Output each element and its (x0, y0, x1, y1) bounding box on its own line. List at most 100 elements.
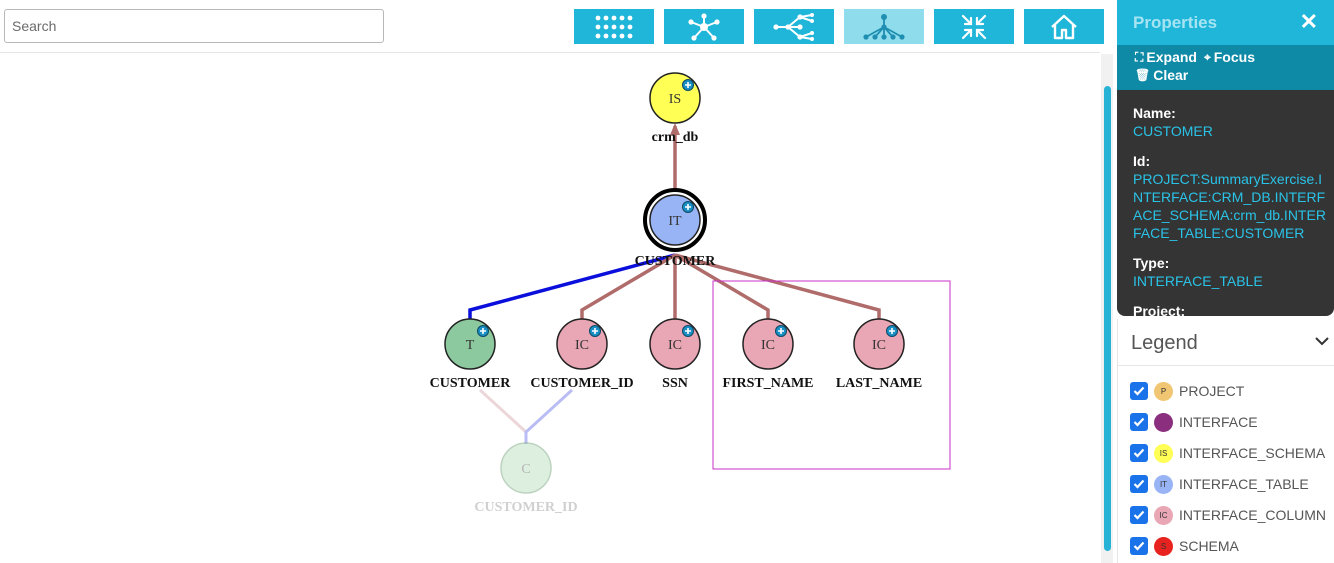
legend-item-interface[interactable]: INTERFACE (1130, 412, 1258, 432)
tree-left-icon (773, 12, 814, 41)
chevron-down-icon[interactable] (1314, 335, 1330, 347)
edge-customer-t (468, 253, 676, 322)
legend-checkbox[interactable] (1130, 475, 1148, 493)
properties-title: Properties (1133, 13, 1218, 32)
legend-color-dot: P (1154, 381, 1173, 401)
expand-label: Expand (1146, 49, 1197, 65)
home-icon (1051, 14, 1077, 39)
legend-item-interface-table[interactable]: IT INTERFACE_TABLE (1130, 474, 1309, 494)
check-icon (1133, 541, 1145, 551)
node-type-abbr: C (521, 462, 530, 477)
legend-color-dot: IT (1154, 474, 1173, 494)
edge-first-name (674, 253, 770, 322)
focus-icon: ⌖ (1203, 50, 1211, 64)
graph-node-customer-table[interactable]: IT CUSTOMER (635, 188, 717, 269)
close-icon[interactable]: ✕ (1299, 9, 1318, 34)
legend-checkbox[interactable] (1130, 444, 1148, 462)
node-label: LAST_NAME (836, 376, 922, 391)
expand-plus-icon[interactable] (775, 325, 787, 337)
graph-node-last-name[interactable]: IC LAST_NAME (836, 318, 922, 391)
toolbar (0, 0, 1104, 53)
legend-color-dot: IS (1154, 443, 1173, 463)
property-value-id: PROJECT:SummaryExercise.INTERFACE:CRM_DB… (1133, 171, 1326, 241)
property-label-type: Type: (1133, 255, 1170, 271)
property-label-project: Project: (1133, 303, 1186, 316)
expand-icon: ⛶ (1135, 50, 1144, 64)
node-type-abbr: IC (872, 338, 886, 353)
graph-nodes: IScrm_dbITCUSTOMERTCUSTOMERICCUSTOMER_ID… (430, 72, 922, 515)
clear-label: Clear (1153, 67, 1189, 83)
node-type-abbr: IC (668, 338, 682, 353)
legend-dot-abbr: S (1160, 541, 1167, 551)
legend-item-label: INTERFACE_COLUMN (1179, 507, 1327, 523)
selection-box (712, 280, 951, 470)
node-type-abbr: IC (761, 338, 775, 353)
edge-faded-t-c (478, 388, 528, 444)
focus-button[interactable]: ⌖Focus (1204, 48, 1255, 66)
edge-last-name (674, 253, 881, 322)
expand-plus-icon[interactable] (682, 79, 694, 91)
node-label: SSN (662, 376, 688, 391)
node-circle[interactable] (500, 442, 552, 494)
check-icon (1133, 386, 1145, 396)
legend-checkbox[interactable] (1130, 537, 1148, 555)
expand-plus-icon[interactable] (886, 325, 898, 337)
graph-edges (468, 123, 881, 444)
legend-dot-abbr: IC (1159, 510, 1168, 520)
legend-item-label: INTERFACE_TABLE (1179, 476, 1309, 492)
legend-color-dot: S (1154, 536, 1173, 556)
clear-button[interactable]: 🗑Clear (1135, 66, 1188, 84)
legend-checkbox[interactable] (1130, 413, 1148, 431)
tree-layout-button[interactable] (754, 9, 834, 44)
collapse-all-button[interactable] (934, 9, 1014, 44)
scrollbar-thumb[interactable] (1104, 86, 1111, 551)
legend-checkbox[interactable] (1130, 506, 1148, 524)
search-input[interactable] (4, 9, 384, 43)
grid-layout-button[interactable] (574, 9, 654, 44)
properties-actions: ⛶Expand ⌖Focus 🗑Clear (1117, 45, 1334, 90)
network-layout-button[interactable] (664, 9, 744, 44)
legend-checkbox[interactable] (1130, 382, 1148, 400)
graph-node-crm-db[interactable]: IS crm_db (649, 72, 701, 145)
graph-svg[interactable]: IScrm_dbITCUSTOMERTCUSTOMERICCUSTOMER_ID… (0, 54, 1100, 563)
node-type-abbr: IT (668, 214, 682, 229)
property-value-name: CUSTOMER (1133, 123, 1213, 139)
legend-header[interactable]: Legend (1118, 319, 1334, 366)
edge-customer-id (580, 253, 676, 322)
expand-plus-icon[interactable] (682, 201, 694, 213)
expand-button[interactable]: ⛶Expand (1135, 48, 1197, 66)
expand-plus-icon[interactable] (477, 325, 489, 337)
node-label: CUSTOMER_ID (530, 376, 633, 391)
node-label: CUSTOMER (635, 254, 717, 269)
home-button[interactable] (1024, 9, 1104, 44)
edge-faded-id-c (524, 388, 574, 444)
check-icon (1133, 448, 1145, 458)
property-label-id: Id: (1133, 153, 1151, 169)
legend-item-interface-column[interactable]: IC INTERFACE_COLUMN (1130, 505, 1326, 525)
node-label: crm_db (652, 130, 699, 145)
grid-dots-icon (595, 15, 633, 38)
check-icon (1133, 510, 1145, 520)
hierarchy-layout-button[interactable] (844, 9, 924, 44)
legend-dot-abbr: P (1160, 386, 1167, 396)
check-icon (1133, 417, 1145, 427)
properties-header: Properties ✕ (1117, 0, 1334, 45)
graph-node-ssn[interactable]: IC SSN (649, 318, 701, 391)
node-type-abbr: IS (669, 92, 681, 107)
scrollbar[interactable] (1101, 54, 1113, 563)
legend-color-dot: IC (1154, 505, 1173, 525)
expand-plus-icon[interactable] (589, 325, 601, 337)
edge-arrowhead (670, 123, 680, 135)
focus-label: Focus (1213, 49, 1255, 65)
properties-body: Name: CUSTOMER Id: PROJECT:SummaryExerci… (1117, 90, 1334, 316)
expand-plus-icon[interactable] (682, 325, 694, 337)
